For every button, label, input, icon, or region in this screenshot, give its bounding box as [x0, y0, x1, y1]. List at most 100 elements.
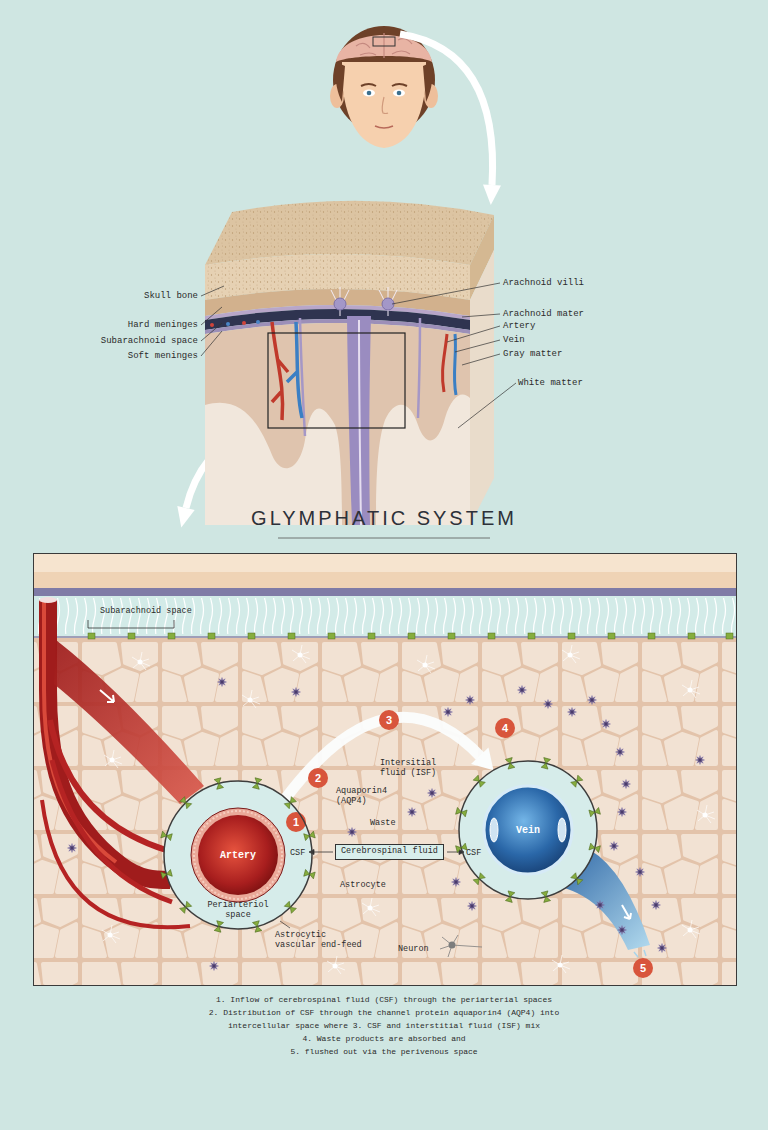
part-label: Hard meninges [128, 320, 198, 330]
part-label: Aquaporin4 (AQP4) [336, 786, 400, 806]
part-label: Skull bone [144, 291, 198, 301]
part-label: Neuron [398, 944, 429, 954]
node-text: Vein [516, 825, 540, 836]
aquaporin-channel [589, 807, 600, 816]
aquaporin-channel [507, 762, 515, 769]
brain-cross-section [347, 316, 371, 525]
brain-cross-section [359, 320, 361, 525]
node-text: Cerebrospinal fluid [341, 847, 438, 857]
aquaporin-channel [473, 775, 481, 783]
aquaporin-channel [180, 797, 192, 809]
brain-cross-section [205, 201, 494, 525]
aquaporin-channel [214, 778, 223, 789]
glymphatic-panel [568, 633, 575, 639]
waste-particle [348, 828, 357, 837]
aquaporin-channel [161, 869, 172, 878]
aquaporin-channel [460, 809, 467, 817]
waste-particle [444, 708, 453, 717]
human-head [382, 97, 388, 114]
waste-particle [466, 696, 475, 705]
glymphatic-panel [726, 633, 733, 639]
aquaporin-channel [456, 844, 463, 852]
waste-particle [610, 842, 619, 851]
aquaporin-channel [252, 778, 261, 789]
brain-cross-section [210, 323, 214, 327]
glymphatic-panel [648, 633, 655, 639]
leader-line [392, 283, 516, 428]
leader-line [201, 286, 224, 356]
waste-particle [568, 708, 577, 717]
part-label: Astrocytic vascular end-feed [275, 930, 370, 950]
aquaporin-channel [473, 873, 485, 885]
leader-line [280, 921, 290, 928]
human-head [342, 62, 426, 148]
part-label: Waste [370, 818, 396, 828]
astrocyte-cell [417, 655, 435, 673]
glymphatic-panel [34, 636, 736, 638]
vein-lumen: Vein [483, 785, 573, 875]
waste-particle [468, 902, 477, 911]
callout-number: 3 [379, 710, 399, 730]
glymphatic-panel [88, 633, 733, 639]
node-text: CSF [290, 849, 305, 859]
zoom-arrow [177, 34, 501, 527]
aquaporin-channel [252, 921, 261, 932]
artery-lumen: Artery [190, 807, 286, 903]
glymphatic-panel [34, 554, 736, 572]
glymphatic-panel [208, 633, 215, 639]
glymphatic-panel [34, 596, 736, 638]
aquaporin-channel [304, 832, 311, 840]
glymphatic-panel [608, 633, 615, 639]
callout-number: 5 [633, 958, 653, 978]
glymphatic-panel [34, 598, 736, 634]
astrocyte-cell [132, 652, 150, 670]
caption-note: 1. Inflow of cerebrospinal fluid (CSF) t… [203, 993, 565, 1006]
waste-particle [218, 678, 227, 687]
glymphatic-panel [88, 620, 174, 628]
astrocyte-cell [242, 690, 260, 708]
periarterial-space: CSFPeriarteriol spaceArtery [163, 780, 313, 930]
aquaporin-channel [505, 758, 513, 765]
glymphatic-panel [408, 633, 415, 639]
astrocyte-cell [104, 750, 122, 768]
aquaporin-channel [180, 901, 192, 913]
neuron-cell [440, 935, 482, 957]
aquaporin-channel [571, 873, 583, 885]
csf-inflow [54, 640, 204, 804]
caption-note: 2. Distribution of CSF through the chann… [203, 1006, 565, 1032]
vessel-space-outline [164, 781, 312, 929]
human-head [330, 26, 438, 148]
flow-arrow [100, 690, 114, 702]
brain-cross-section [442, 334, 447, 392]
waste-particle [68, 678, 705, 971]
brain-cross-section [205, 403, 342, 525]
glymphatic-panel [248, 633, 255, 639]
waste-particle [696, 756, 705, 765]
aquaporin-channel [594, 844, 601, 852]
aquaporin-channel [594, 807, 601, 815]
waste-particle [518, 686, 527, 695]
aquaporin-channel [166, 869, 173, 877]
leader-line [201, 283, 516, 428]
astrocyte-cell [362, 898, 380, 916]
part-label: Subarachnoid space [101, 336, 198, 346]
brain-cross-section [205, 323, 470, 525]
glymphatic-panel [88, 633, 95, 639]
title-rule [278, 538, 490, 539]
aquaporin-channel [456, 807, 463, 815]
callout-number: 4 [495, 718, 515, 738]
astrocyte-cell [102, 925, 120, 943]
zoom-arrow [400, 34, 493, 185]
neuron-cell [449, 942, 456, 949]
glymphatic-panel [168, 633, 175, 639]
brain-cross-section [226, 322, 230, 326]
vessel-space-outline [459, 761, 597, 899]
human-head [393, 90, 405, 97]
node-text: CSF [466, 849, 481, 859]
glymphatic-panel [34, 572, 736, 588]
aquaporin-channel [254, 778, 262, 785]
human-head [367, 91, 372, 96]
astrocyte-cell [682, 920, 700, 938]
